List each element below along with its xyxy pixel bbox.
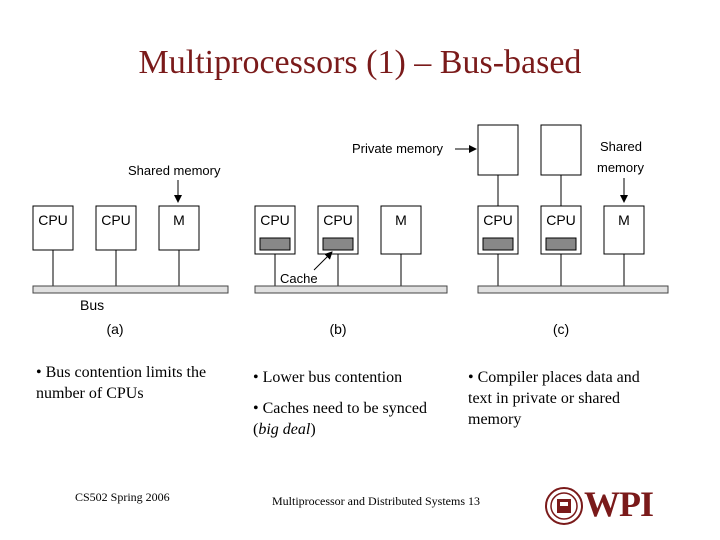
cpu-box-a1 <box>32 205 74 251</box>
cpu-label-a1: CPU <box>38 212 68 228</box>
cache-block-b2 <box>322 237 354 251</box>
wpi-logo-text: WPI <box>584 484 654 524</box>
memory-label-a: M <box>173 212 185 228</box>
cpu-box-a2 <box>95 205 137 251</box>
panel-b: CPU CPU M Cache Private memory (b) <box>254 141 477 337</box>
bullet-caches-synced: • Caches need to be synced (big deal) <box>253 398 433 440</box>
bullet-caches-emphasis: big deal <box>258 421 311 438</box>
panel-a: CPU CPU M Shared memory Bus (a) <box>32 163 229 337</box>
memory-box-c <box>603 205 645 255</box>
wpi-seal-logo <box>545 487 583 525</box>
bus-label: Bus <box>80 297 104 313</box>
bus-a <box>32 285 229 294</box>
cache-block-b1 <box>259 237 291 251</box>
bullet-caches-text: • Caches need to be synced ( <box>253 400 427 438</box>
cache-block-c2 <box>545 237 577 251</box>
bullet-bus-contention: • Bus contention limits the number of CP… <box>36 364 207 402</box>
shared-memory-annotation-c-line1: Shared <box>600 139 642 154</box>
cpu-label-c1: CPU <box>483 212 513 228</box>
shared-memory-annotation-a: Shared memory <box>128 163 221 178</box>
shared-memory-annotation-c-line2: memory <box>597 160 644 175</box>
cpu-label-a2: CPU <box>101 212 131 228</box>
bus-c <box>477 285 669 294</box>
bullet-compiler-places: • Compiler places data and text in priva… <box>468 369 640 428</box>
cpu-label-b1: CPU <box>260 212 290 228</box>
bullet-caches-close: ) <box>310 421 316 438</box>
cache-label: Cache <box>280 271 318 286</box>
memory-box-a <box>158 205 200 251</box>
private-memory-box-c2 <box>540 124 582 176</box>
caption-a: (a) <box>106 321 123 337</box>
footer-topic: Multiprocessor and Distributed Systems 1… <box>272 494 480 508</box>
private-memory-annotation: Private memory <box>352 141 444 156</box>
cpu-label-c2: CPU <box>546 212 576 228</box>
caption-b: (b) <box>329 321 346 337</box>
footer-course: CS502 Spring 2006 <box>75 490 170 504</box>
memory-label-b: M <box>395 212 407 228</box>
caption-c: (c) <box>553 321 569 337</box>
slide-title: Multiprocessors (1) – Bus-based <box>138 44 582 81</box>
private-memory-box-c1 <box>477 124 519 176</box>
memory-box-b <box>380 205 422 255</box>
memory-label-c: M <box>618 212 630 228</box>
bullet-lower-contention: • Lower bus contention <box>253 369 403 386</box>
bus-b <box>254 285 448 294</box>
cache-block-c1 <box>482 237 514 251</box>
panel-c: CPU CPU M Shared memory (c) <box>477 124 669 337</box>
cpu-label-b2: CPU <box>323 212 353 228</box>
